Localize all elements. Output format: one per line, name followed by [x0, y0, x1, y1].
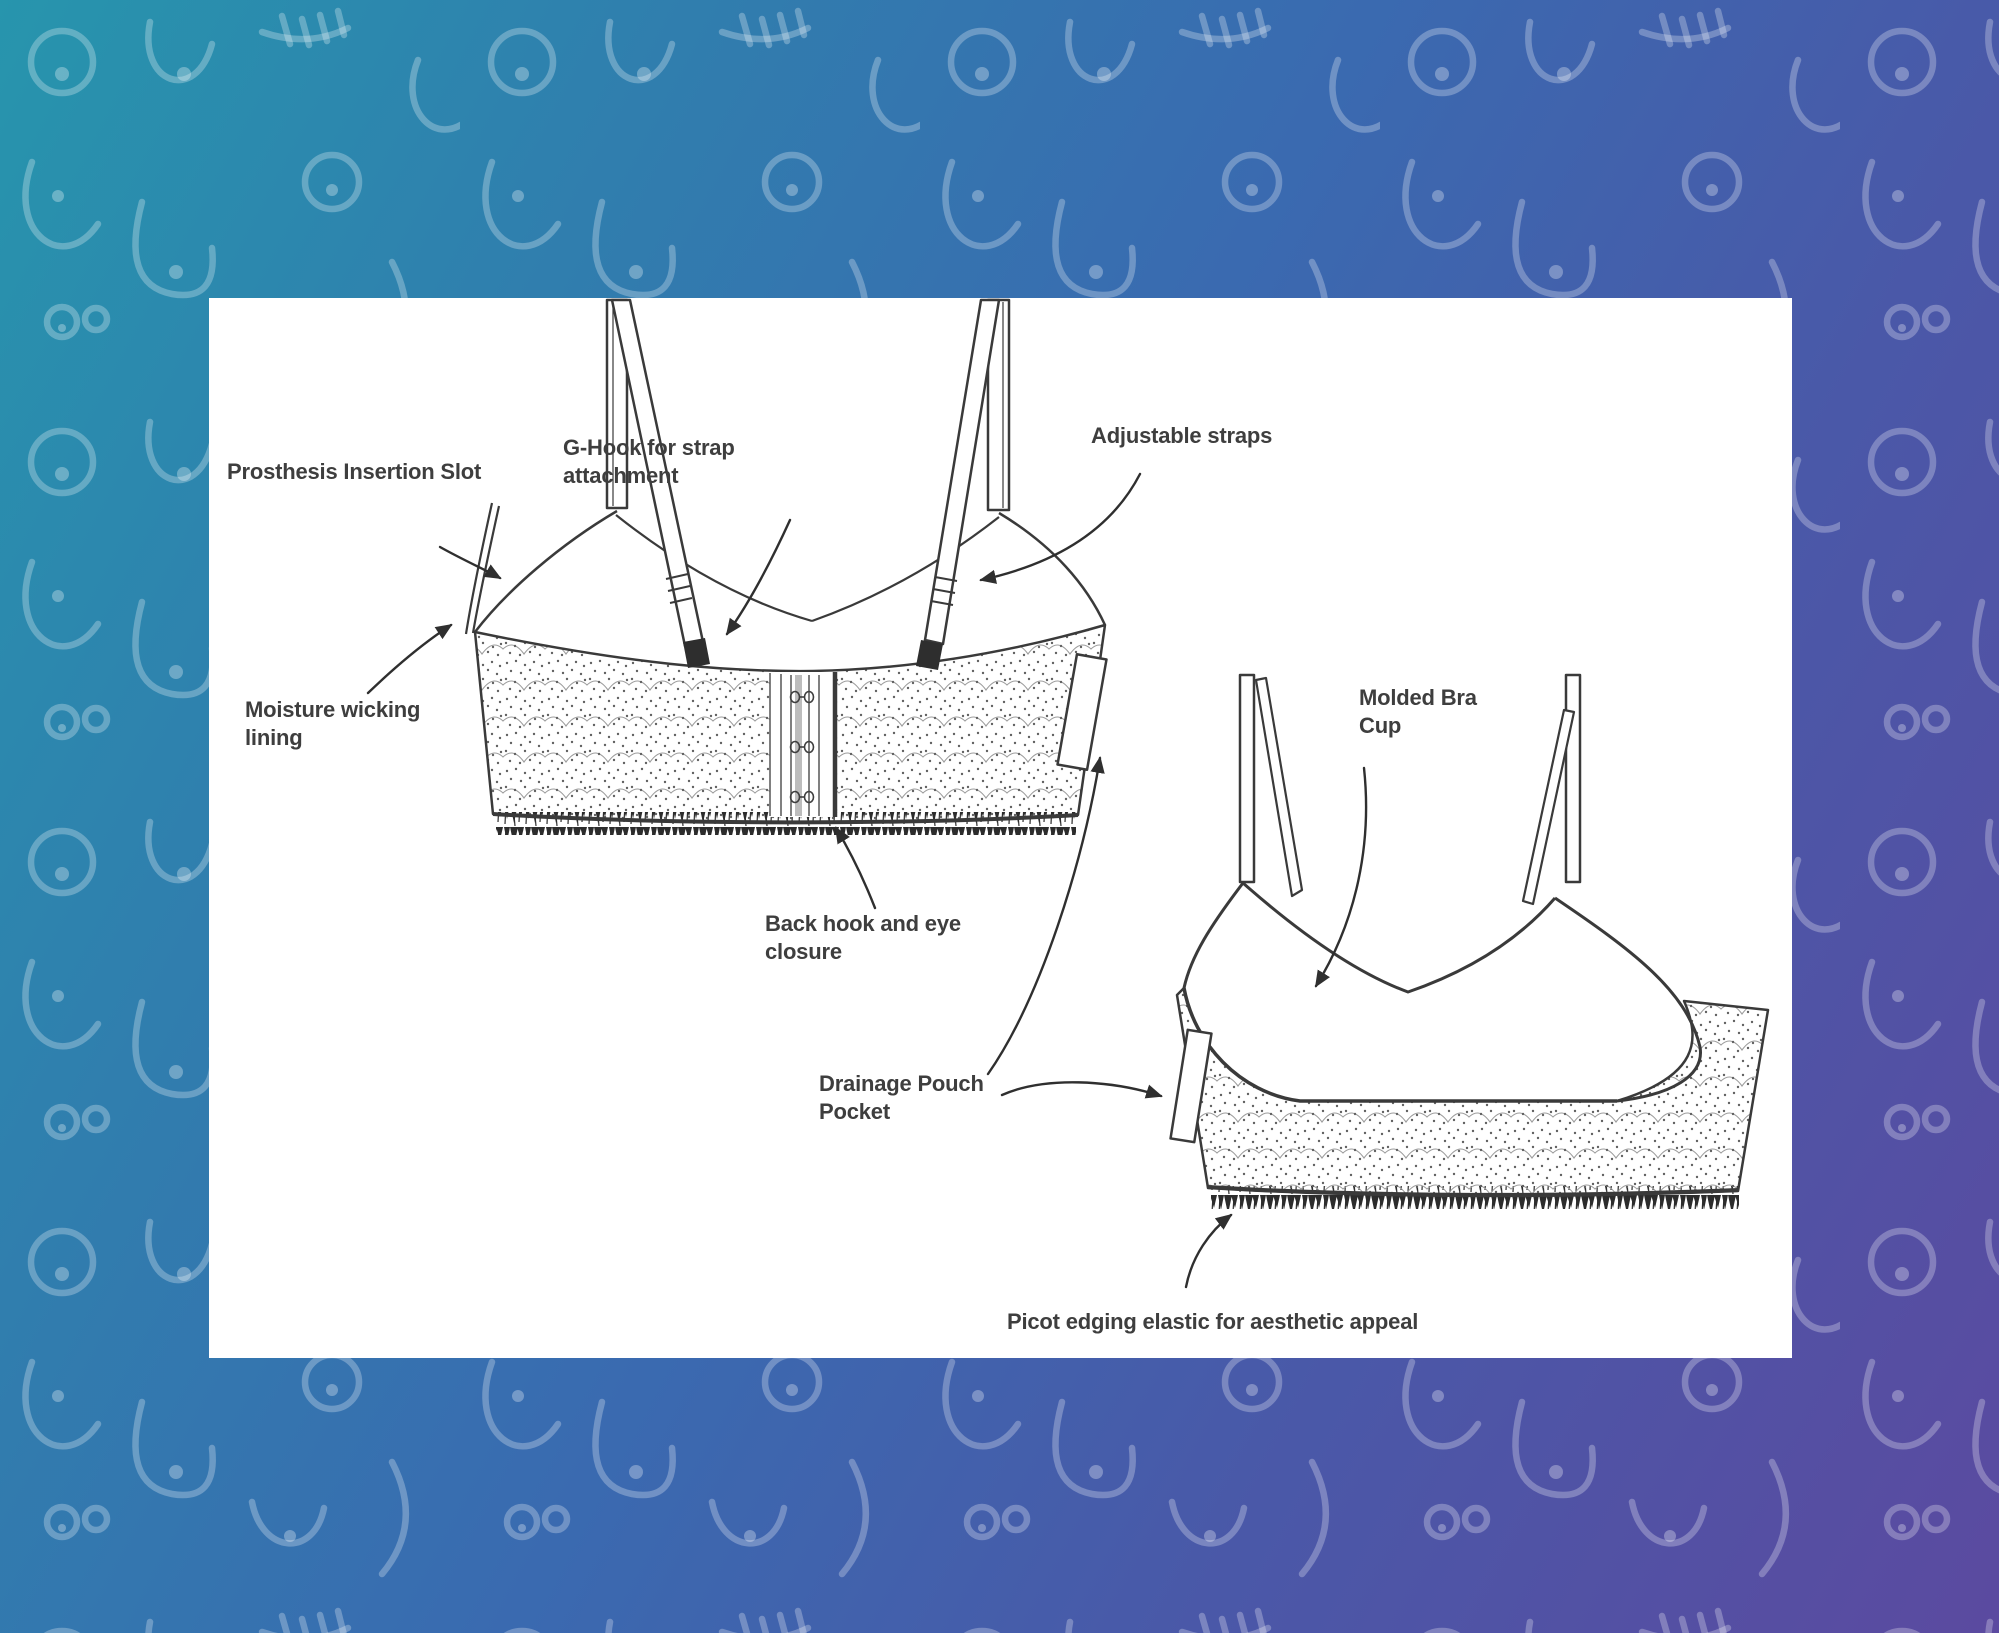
back-view-illustration [464, 298, 1108, 835]
front-left-diagonal-strap [1254, 676, 1304, 898]
left-strap-slider [665, 573, 693, 604]
cup-right-side-edge [1554, 896, 1702, 1103]
arrow-molded-cup [1314, 766, 1368, 988]
label-back-hook-and-eye-closure: Back hook and eye closure [765, 911, 961, 965]
label-drainage-pouch-pocket: Drainage Pouch Pocket [819, 1071, 984, 1125]
back-cup-v-left [615, 514, 813, 623]
back-side-pouch-opening [1056, 652, 1108, 772]
front-view-illustration [1169, 673, 1770, 1209]
label-molded-bra-cup: Molded Bra Cup [1359, 685, 1477, 739]
arrow-prosthesis-slot [438, 545, 502, 580]
arrow-adjustable-straps [979, 472, 1142, 584]
back-closure-strip [769, 672, 838, 817]
label-adjustable-straps: Adjustable straps [1091, 423, 1273, 448]
bra-diagram-artwork [366, 298, 1770, 1289]
front-left-vertical-strap [1238, 673, 1256, 884]
label-prosthesis-insertion-slot: Prosthesis Insertion Slot [227, 459, 482, 484]
back-left-panel-edge [474, 509, 618, 633]
prosthesis-slot-outer-curve [464, 502, 494, 635]
right-g-hook [916, 640, 943, 670]
cup-under-curve [1182, 987, 1617, 1103]
arrow-picot-edging [1184, 1213, 1233, 1289]
arrow-back-hook-closure [834, 826, 877, 910]
front-right-diagonal-strap [1521, 708, 1576, 906]
arrow-drainage-to-back [986, 756, 1105, 1076]
callout-arrows [366, 472, 1368, 1289]
arrow-moisture-lining [366, 623, 453, 695]
label-moisture-wicking-lining: Moisture wicking lining [245, 697, 421, 751]
left-g-hook [683, 638, 710, 668]
back-band-bottom-edge [492, 812, 1079, 825]
back-right-panel-edge [998, 511, 1107, 626]
right-strap-slider [930, 576, 958, 606]
arrow-drainage-to-front [1000, 1081, 1163, 1099]
back-cup-v-right [811, 516, 1000, 623]
back-right-vertical-strap [986, 298, 1011, 512]
arrow-g-hook [725, 518, 792, 636]
diagram-card: Prosthesis Insertion Slot G-Hook for str… [209, 298, 1792, 1358]
sweetheart-neckline [1242, 881, 1557, 994]
cup-left-side-edge [1182, 882, 1245, 989]
front-right-vertical-strap [1564, 673, 1582, 884]
front-band-bottom-edge [1207, 1185, 1739, 1197]
label-picot-edging: Picot edging elastic for aesthetic appea… [1007, 1309, 1419, 1334]
front-drainage-pouch-pocket [1169, 1028, 1213, 1144]
label-g-hook: G-Hook for strap attachment [563, 435, 735, 489]
